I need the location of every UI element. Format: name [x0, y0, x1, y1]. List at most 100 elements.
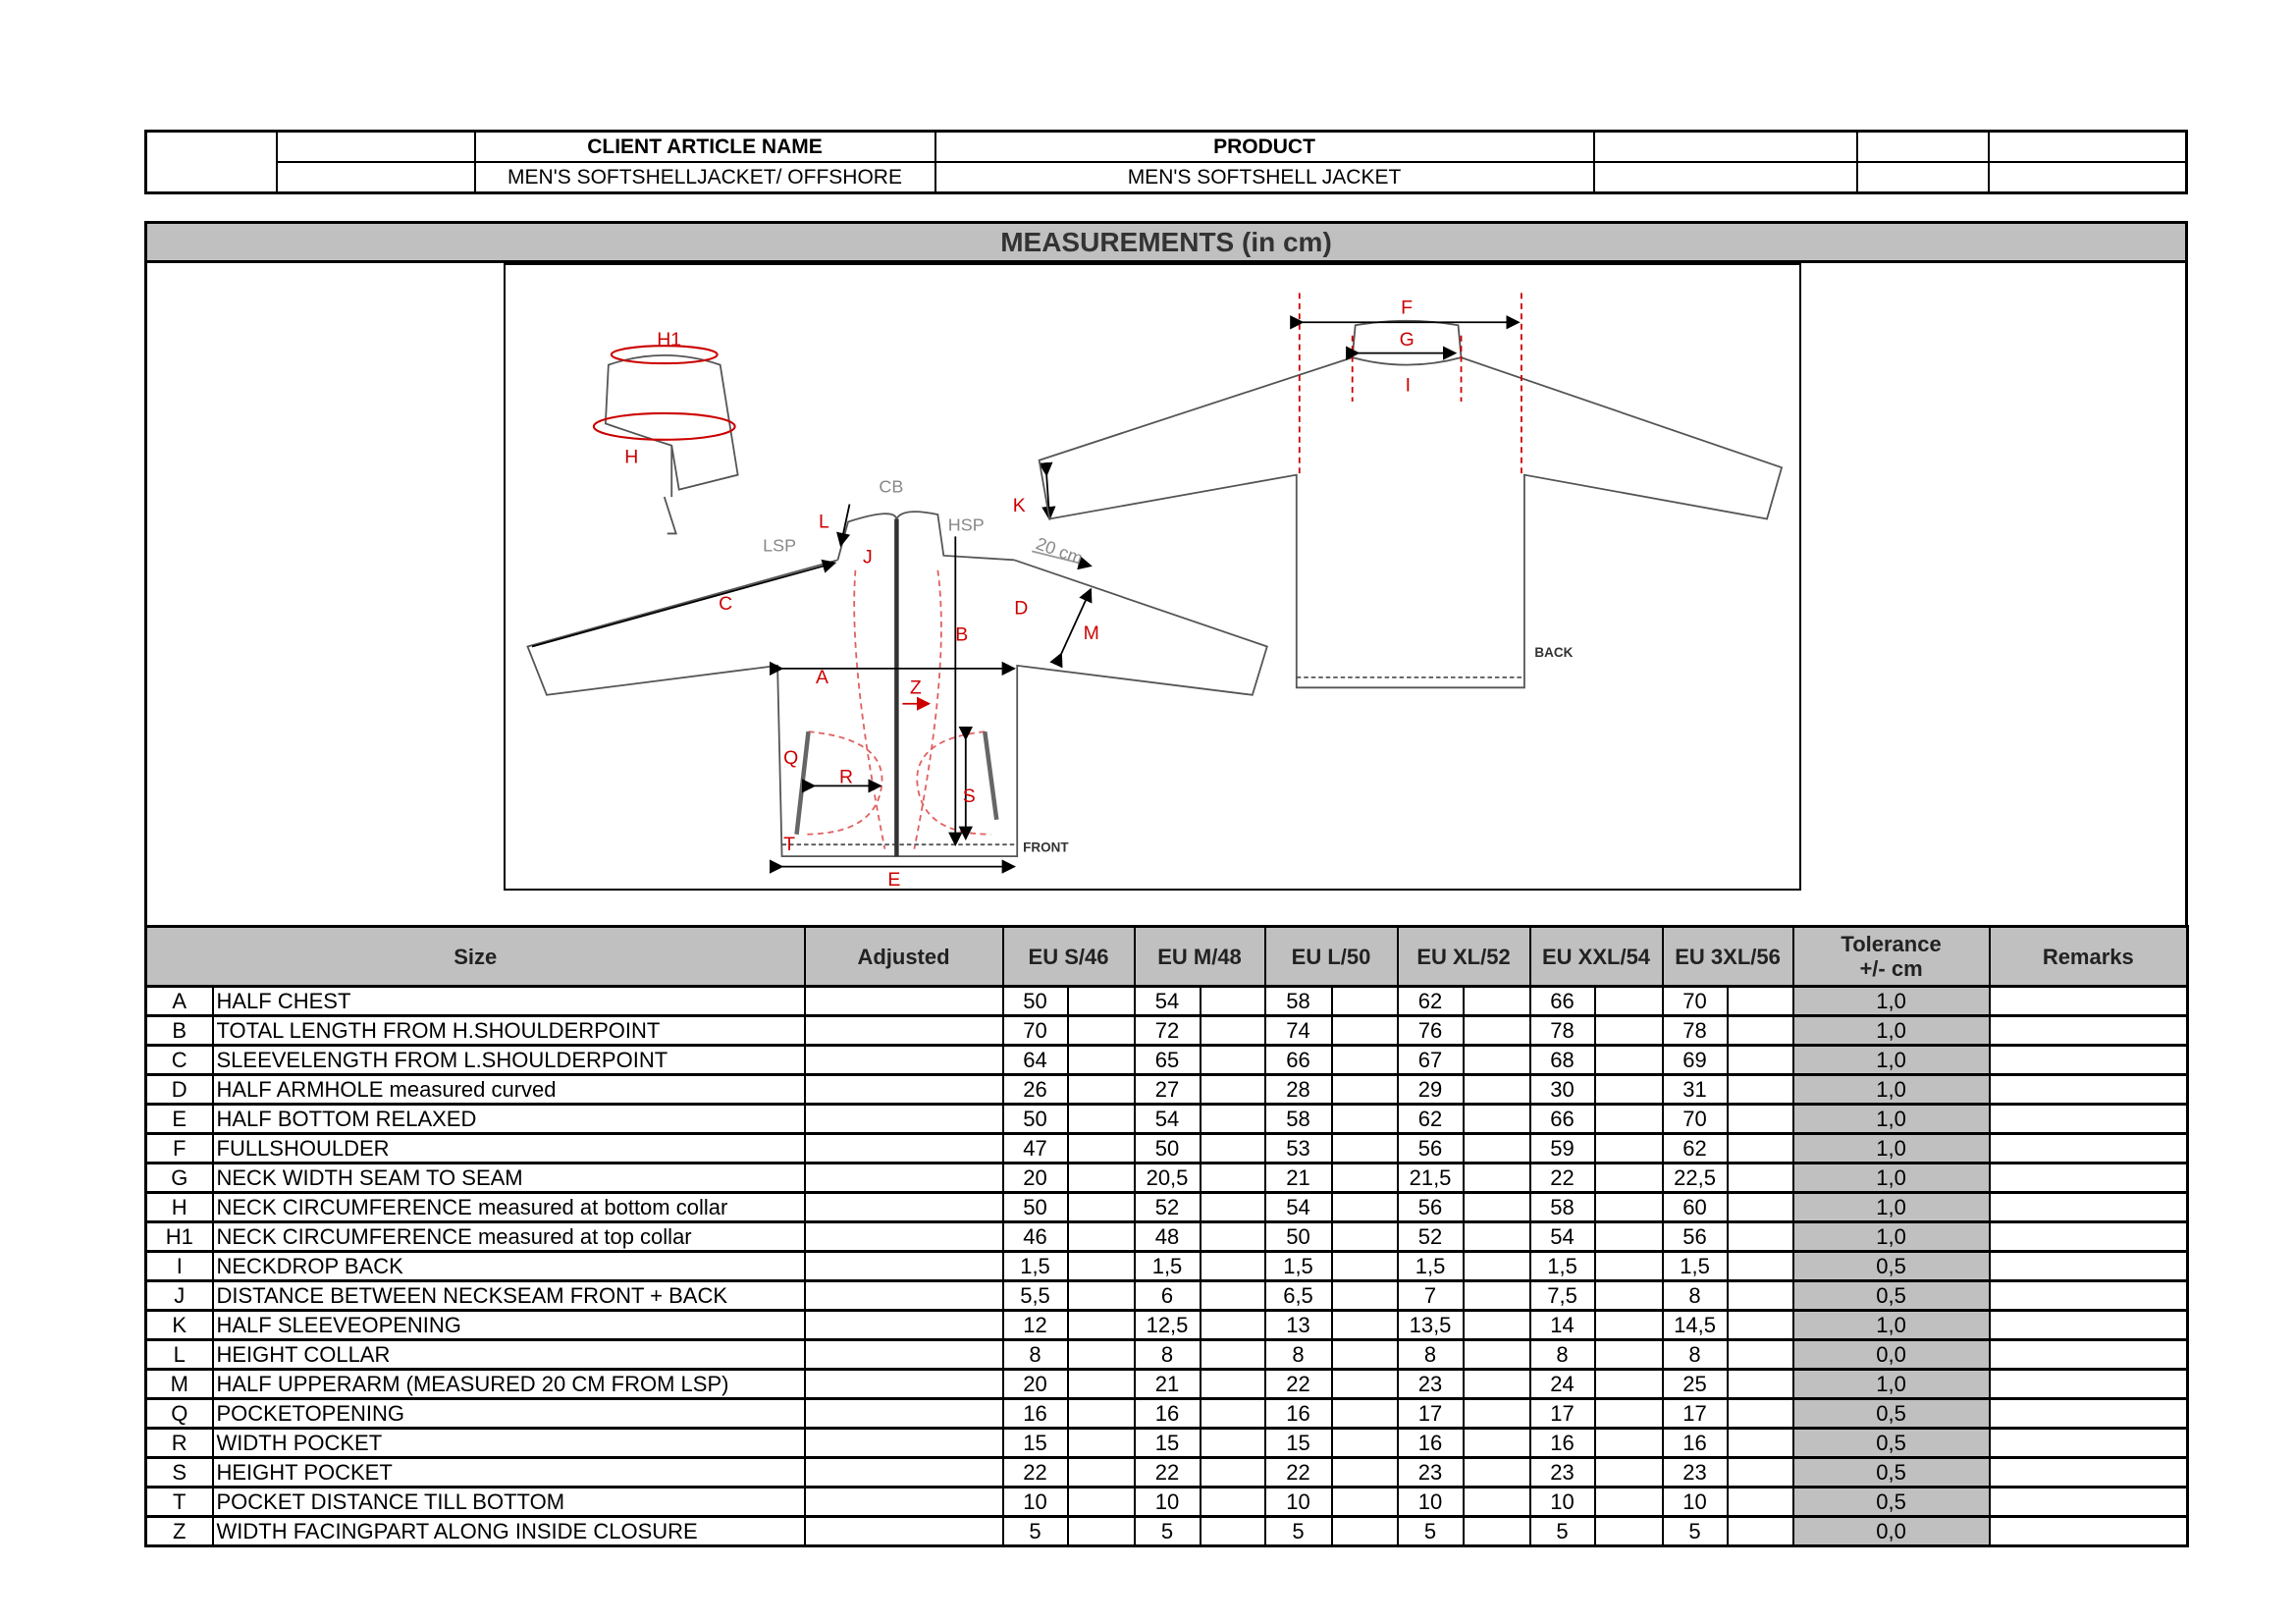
size-blank-cell[interactable] — [1199, 1044, 1266, 1076]
size-blank-cell[interactable] — [1726, 1162, 1794, 1194]
remarks-cell[interactable] — [1988, 1044, 2189, 1076]
size-blank-cell[interactable] — [1330, 1279, 1399, 1312]
size-blank-cell[interactable] — [1726, 1427, 1794, 1459]
size-blank-cell[interactable] — [1593, 1191, 1664, 1223]
size-blank-cell[interactable] — [1462, 1368, 1531, 1400]
size-blank-cell[interactable] — [1199, 1368, 1266, 1400]
size-blank-cell[interactable] — [1066, 1073, 1136, 1106]
size-blank-cell[interactable] — [1726, 1103, 1794, 1135]
size-blank-cell[interactable] — [1199, 1279, 1266, 1312]
size-blank-cell[interactable] — [1330, 1044, 1399, 1076]
size-blank-cell[interactable] — [1726, 1397, 1794, 1430]
size-blank-cell[interactable] — [1199, 1191, 1266, 1223]
adjusted-cell[interactable] — [803, 1191, 1004, 1223]
size-blank-cell[interactable] — [1726, 1250, 1794, 1282]
adjusted-cell[interactable] — [803, 1132, 1004, 1164]
size-blank-cell[interactable] — [1593, 1103, 1664, 1135]
size-blank-cell[interactable] — [1726, 1191, 1794, 1223]
size-blank-cell[interactable] — [1066, 1279, 1136, 1312]
size-blank-cell[interactable] — [1593, 1397, 1664, 1430]
size-blank-cell[interactable] — [1330, 1103, 1399, 1135]
size-blank-cell[interactable] — [1199, 1250, 1266, 1282]
remarks-cell[interactable] — [1988, 1279, 2189, 1312]
adjusted-cell[interactable] — [803, 1014, 1004, 1047]
size-blank-cell[interactable] — [1462, 1073, 1531, 1106]
size-blank-cell[interactable] — [1330, 1397, 1399, 1430]
adjusted-cell[interactable] — [803, 1456, 1004, 1489]
size-blank-cell[interactable] — [1199, 1338, 1266, 1371]
size-blank-cell[interactable] — [1462, 1191, 1531, 1223]
size-blank-cell[interactable] — [1462, 1279, 1531, 1312]
remarks-cell[interactable] — [1988, 1456, 2189, 1489]
size-blank-cell[interactable] — [1462, 1515, 1531, 1547]
size-blank-cell[interactable] — [1066, 1014, 1136, 1047]
size-blank-cell[interactable] — [1330, 1427, 1399, 1459]
size-blank-cell[interactable] — [1066, 985, 1136, 1017]
size-blank-cell[interactable] — [1199, 1309, 1266, 1341]
size-blank-cell[interactable] — [1462, 1220, 1531, 1253]
adjusted-cell[interactable] — [803, 1338, 1004, 1371]
size-blank-cell[interactable] — [1199, 1103, 1266, 1135]
size-blank-cell[interactable] — [1199, 1427, 1266, 1459]
size-blank-cell[interactable] — [1199, 1456, 1266, 1489]
size-blank-cell[interactable] — [1462, 1309, 1531, 1341]
size-blank-cell[interactable] — [1066, 1103, 1136, 1135]
size-blank-cell[interactable] — [1199, 1515, 1266, 1547]
size-blank-cell[interactable] — [1593, 1279, 1664, 1312]
size-blank-cell[interactable] — [1330, 1132, 1399, 1164]
size-blank-cell[interactable] — [1726, 1456, 1794, 1489]
size-blank-cell[interactable] — [1593, 1250, 1664, 1282]
size-blank-cell[interactable] — [1462, 1338, 1531, 1371]
size-blank-cell[interactable] — [1199, 1486, 1266, 1518]
size-blank-cell[interactable] — [1066, 1456, 1136, 1489]
size-blank-cell[interactable] — [1726, 1486, 1794, 1518]
size-blank-cell[interactable] — [1330, 1309, 1399, 1341]
size-blank-cell[interactable] — [1330, 985, 1399, 1017]
adjusted-cell[interactable] — [803, 1397, 1004, 1430]
size-blank-cell[interactable] — [1330, 1220, 1399, 1253]
size-blank-cell[interactable] — [1593, 1220, 1664, 1253]
size-blank-cell[interactable] — [1199, 1073, 1266, 1106]
size-blank-cell[interactable] — [1330, 1486, 1399, 1518]
size-blank-cell[interactable] — [1330, 1338, 1399, 1371]
size-blank-cell[interactable] — [1199, 1132, 1266, 1164]
adjusted-cell[interactable] — [803, 1515, 1004, 1547]
adjusted-cell[interactable] — [803, 1368, 1004, 1400]
size-blank-cell[interactable] — [1462, 1456, 1531, 1489]
adjusted-cell[interactable] — [803, 1486, 1004, 1518]
size-blank-cell[interactable] — [1593, 1132, 1664, 1164]
remarks-cell[interactable] — [1988, 1515, 2189, 1547]
size-blank-cell[interactable] — [1593, 1456, 1664, 1489]
size-blank-cell[interactable] — [1593, 1014, 1664, 1047]
remarks-cell[interactable] — [1988, 1338, 2189, 1371]
size-blank-cell[interactable] — [1066, 1309, 1136, 1341]
adjusted-cell[interactable] — [803, 1427, 1004, 1459]
size-blank-cell[interactable] — [1593, 985, 1664, 1017]
remarks-cell[interactable] — [1988, 1191, 2189, 1223]
size-blank-cell[interactable] — [1066, 1427, 1136, 1459]
size-blank-cell[interactable] — [1593, 1515, 1664, 1547]
size-blank-cell[interactable] — [1462, 985, 1531, 1017]
adjusted-cell[interactable] — [803, 1044, 1004, 1076]
adjusted-cell[interactable] — [803, 1279, 1004, 1312]
size-blank-cell[interactable] — [1726, 1338, 1794, 1371]
size-blank-cell[interactable] — [1462, 1162, 1531, 1194]
size-blank-cell[interactable] — [1593, 1368, 1664, 1400]
remarks-cell[interactable] — [1988, 1397, 2189, 1430]
size-blank-cell[interactable] — [1330, 1515, 1399, 1547]
size-blank-cell[interactable] — [1066, 1132, 1136, 1164]
adjusted-cell[interactable] — [803, 1103, 1004, 1135]
size-blank-cell[interactable] — [1066, 1162, 1136, 1194]
adjusted-cell[interactable] — [803, 1073, 1004, 1106]
size-blank-cell[interactable] — [1593, 1162, 1664, 1194]
size-blank-cell[interactable] — [1726, 1309, 1794, 1341]
size-blank-cell[interactable] — [1593, 1044, 1664, 1076]
size-blank-cell[interactable] — [1726, 1044, 1794, 1076]
size-blank-cell[interactable] — [1199, 985, 1266, 1017]
size-blank-cell[interactable] — [1199, 1397, 1266, 1430]
size-blank-cell[interactable] — [1593, 1073, 1664, 1106]
size-blank-cell[interactable] — [1066, 1486, 1136, 1518]
size-blank-cell[interactable] — [1066, 1191, 1136, 1223]
size-blank-cell[interactable] — [1330, 1368, 1399, 1400]
remarks-cell[interactable] — [1988, 1250, 2189, 1282]
